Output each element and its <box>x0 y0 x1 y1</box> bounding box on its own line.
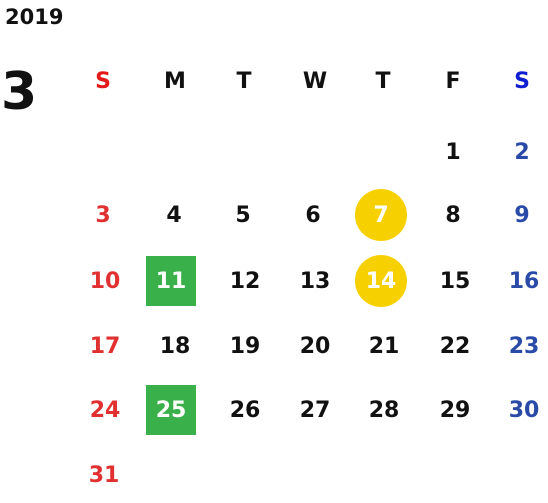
day-cell[interactable]: 9 <box>514 202 530 228</box>
day-cell[interactable]: 4 <box>166 202 182 228</box>
day-cell[interactable]: 31 <box>88 462 120 488</box>
day-cell[interactable]: 29 <box>439 397 471 423</box>
weekday-header-saturday: S <box>514 68 530 94</box>
day-cell-highlighted-square[interactable]: 25 <box>141 385 201 435</box>
weekday-header-tuesday: T <box>236 68 252 94</box>
day-cell[interactable]: 13 <box>299 268 331 294</box>
day-cell-highlighted-square[interactable]: 11 <box>141 256 201 306</box>
day-cell[interactable]: 5 <box>235 202 251 228</box>
day-cell-highlighted-circle[interactable]: 14 <box>351 255 411 307</box>
weekday-header-sunday: S <box>95 68 111 94</box>
day-cell[interactable]: 8 <box>445 202 461 228</box>
day-cell[interactable]: 22 <box>439 333 471 359</box>
day-cell[interactable]: 12 <box>229 268 261 294</box>
day-cell[interactable]: 2 <box>514 139 530 165</box>
day-cell[interactable]: 6 <box>305 202 321 228</box>
day-cell[interactable]: 18 <box>159 333 191 359</box>
weekday-header-thursday: T <box>375 68 391 94</box>
day-cell[interactable]: 20 <box>299 333 331 359</box>
day-cell[interactable]: 16 <box>508 268 540 294</box>
month-number: 3 <box>1 62 38 122</box>
day-cell[interactable]: 23 <box>508 333 540 359</box>
weekday-header-monday: M <box>164 68 186 94</box>
day-cell[interactable]: 15 <box>439 268 471 294</box>
day-cell[interactable]: 10 <box>89 268 121 294</box>
day-cell[interactable]: 26 <box>229 397 261 423</box>
day-cell[interactable]: 1 <box>445 139 461 165</box>
weekday-header-friday: F <box>445 68 461 94</box>
day-cell-highlighted-circle[interactable]: 7 <box>351 189 411 241</box>
year-label: 2019 <box>5 5 64 29</box>
day-cell[interactable]: 28 <box>368 397 400 423</box>
day-cell[interactable]: 30 <box>508 397 540 423</box>
day-cell[interactable]: 17 <box>89 333 121 359</box>
day-cell[interactable]: 19 <box>229 333 261 359</box>
day-cell[interactable]: 27 <box>299 397 331 423</box>
weekday-header-wednesday: W <box>302 68 328 94</box>
day-cell[interactable]: 24 <box>89 397 121 423</box>
day-cell[interactable]: 3 <box>95 202 111 228</box>
day-cell[interactable]: 21 <box>368 333 400 359</box>
